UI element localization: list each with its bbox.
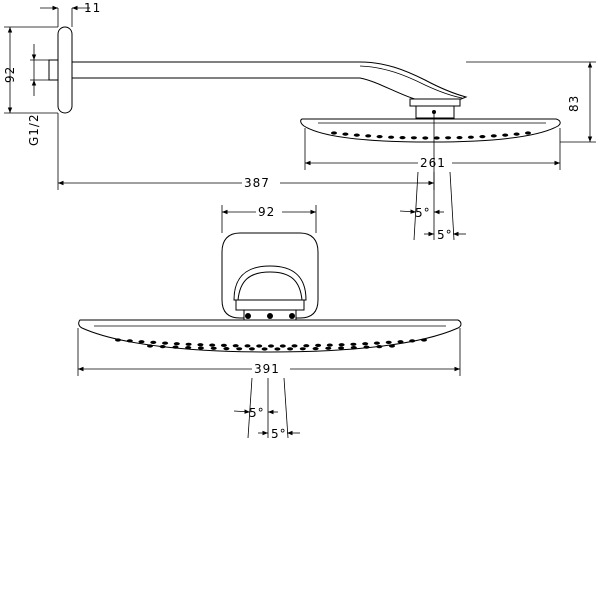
nozzle-dot xyxy=(279,344,286,348)
nozzle-dot xyxy=(338,346,345,350)
nozzle-dot xyxy=(388,135,395,139)
nozzle-dot xyxy=(365,134,372,138)
nozzle-dot xyxy=(256,344,263,348)
nozzle-dot xyxy=(185,342,192,346)
front-nozzles xyxy=(115,338,427,351)
arm-joint xyxy=(409,98,461,107)
nozzle-dot xyxy=(172,345,179,349)
nozzle-dot xyxy=(389,344,395,348)
nozzle-dot xyxy=(159,345,166,349)
nozzle-dot xyxy=(325,346,332,350)
front-dim-mount-label: 92 xyxy=(258,205,275,219)
nozzle-dot xyxy=(150,340,157,344)
nozzle-dot xyxy=(350,346,357,350)
nozzle-dot xyxy=(409,339,416,343)
nozzle-dot xyxy=(115,338,121,342)
nozzle-dot xyxy=(223,347,230,351)
shower-head-side xyxy=(300,118,561,143)
nozzle-dot xyxy=(126,339,133,343)
nozzle-dot xyxy=(244,344,251,348)
nozzle-dot xyxy=(353,133,360,137)
nozzle-dot xyxy=(490,134,497,138)
nozzle-dot xyxy=(363,345,370,349)
nozzle-dot xyxy=(209,343,216,347)
thread-connector xyxy=(48,59,59,81)
wall-flange xyxy=(57,26,73,114)
nozzle-dot xyxy=(138,340,145,344)
nozzle-dot xyxy=(342,132,349,136)
front-angle-left-label: 5° xyxy=(249,406,265,420)
nozzle-dot xyxy=(350,342,357,346)
side-angle-right-label: 5° xyxy=(437,228,453,242)
nozzle-dot xyxy=(376,135,383,139)
nozzle-dot xyxy=(410,136,417,140)
nozzle-dot xyxy=(422,136,429,140)
nozzle-dot xyxy=(268,344,274,348)
nozzle-dot xyxy=(274,347,281,351)
dim-projection-label: 387 xyxy=(244,176,270,190)
side-nozzles xyxy=(331,131,531,140)
nozzle-dot xyxy=(513,132,520,136)
nozzle-dot xyxy=(162,341,169,345)
nozzle-dot xyxy=(331,131,337,135)
dim-height-label: 92 xyxy=(3,66,17,83)
nozzle-dot xyxy=(287,347,294,351)
nozzle-dot xyxy=(312,347,319,351)
nozzle-dot xyxy=(467,135,474,139)
side-view: 11 92 G1/2 83 261 387 xyxy=(3,1,596,242)
nozzle-dot xyxy=(479,135,486,139)
wall-bracket xyxy=(221,232,319,319)
nozzle-dot xyxy=(197,346,204,350)
nozzle-dot xyxy=(236,347,243,351)
nozzle-dot xyxy=(373,341,380,345)
dim-head-width-label: 261 xyxy=(420,156,446,170)
nozzle-dot xyxy=(397,340,404,344)
side-angle-left-label: 5° xyxy=(415,206,431,220)
nozzle-dot xyxy=(248,347,255,351)
front-angle-right-label: 5° xyxy=(271,427,287,441)
nozzle-dot xyxy=(185,346,192,350)
dim-flange-label: 11 xyxy=(84,1,101,15)
shower-arm xyxy=(71,61,468,104)
nozzle-dot xyxy=(385,340,392,344)
nozzle-dot xyxy=(210,346,217,350)
front-dim-head-width-label: 391 xyxy=(254,362,280,376)
nozzle-dot xyxy=(303,344,310,348)
nozzle-dot xyxy=(338,343,345,347)
nozzle-dot xyxy=(232,344,239,348)
nozzle-dot xyxy=(376,345,383,349)
arm-highlight xyxy=(359,65,463,99)
nozzle-dot xyxy=(197,343,204,347)
nozzle-dot xyxy=(147,344,153,348)
joint-collar xyxy=(235,299,305,311)
nozzle-dot xyxy=(445,136,452,140)
nozzle-dot xyxy=(220,343,227,347)
front-view: 92 391 5° 5° xyxy=(77,205,462,441)
nozzle-dot xyxy=(433,136,440,140)
nozzle-dot xyxy=(502,133,509,137)
nozzle-dot xyxy=(173,342,180,346)
nozzle-dot xyxy=(362,342,369,346)
dim-thread-label: G1/2 xyxy=(27,113,41,146)
nozzle-dot xyxy=(326,343,333,347)
nozzle-dot xyxy=(421,338,427,342)
nozzle-dot xyxy=(315,343,322,347)
dim-head-height-label: 83 xyxy=(567,95,581,112)
nozzle-dot xyxy=(261,347,268,351)
nozzle-dot xyxy=(291,344,298,348)
nozzle-dot xyxy=(299,347,306,351)
nozzle-dot xyxy=(399,136,406,140)
nozzle-dot xyxy=(525,131,531,135)
nozzle-dot xyxy=(456,136,463,140)
